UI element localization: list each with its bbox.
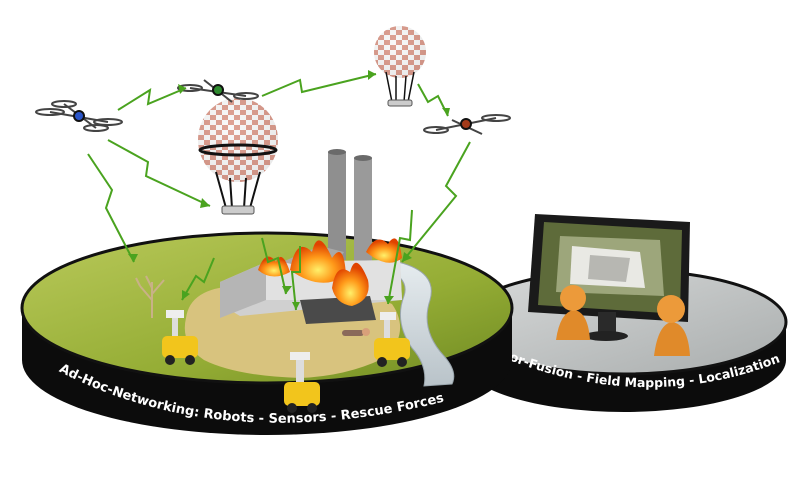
- network-link-arrowheads: [128, 70, 450, 310]
- ground-robot-right: [374, 312, 410, 367]
- sensor-balloon-small: [374, 26, 426, 107]
- quadcopter-right: [423, 114, 511, 135]
- network-links: [87, 73, 471, 311]
- quadcopter-left: [35, 100, 123, 132]
- rescue-figure-left: [556, 285, 590, 340]
- rescue-figure-right: [654, 295, 690, 356]
- fire: [258, 238, 402, 306]
- ground-robot-center: [284, 352, 320, 413]
- quadcopter-center: [177, 79, 259, 103]
- ground-robot-left: [162, 310, 198, 365]
- bare-tree: [135, 275, 165, 318]
- sensor-balloon-large: [198, 98, 278, 215]
- river: [382, 261, 455, 387]
- victim: [342, 328, 370, 336]
